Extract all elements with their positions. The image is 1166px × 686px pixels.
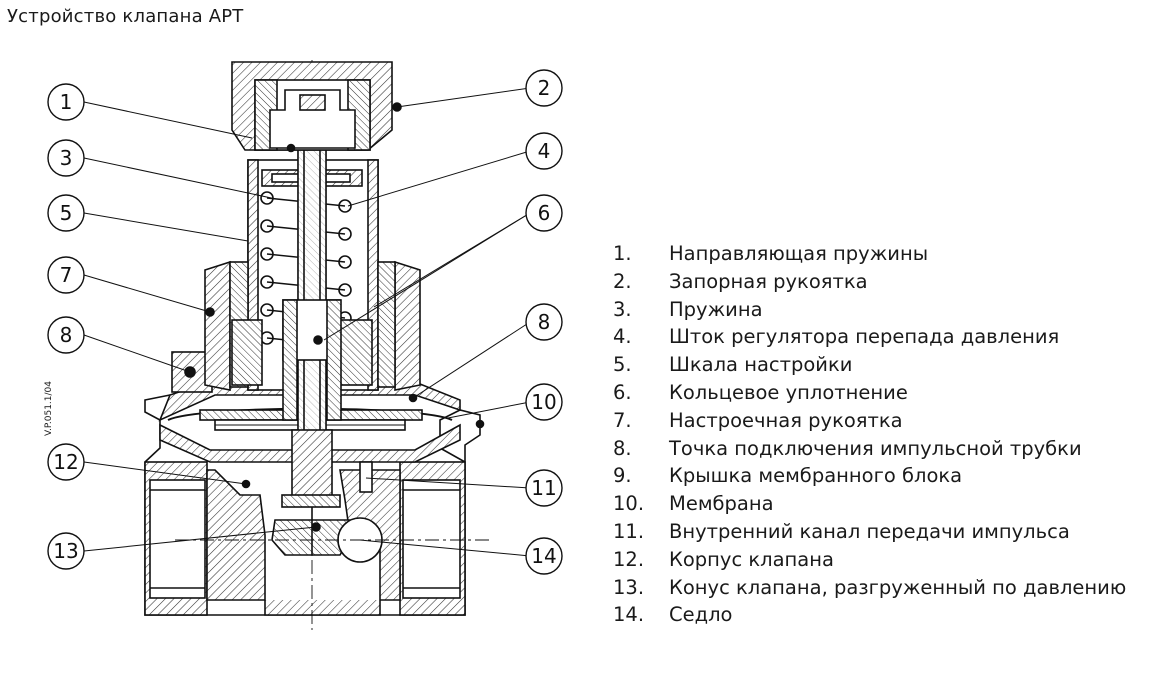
- callout-5: 5: [47, 194, 85, 232]
- svg-text:11: 11: [531, 476, 556, 500]
- callout-2: 2: [525, 69, 563, 107]
- svg-text:8: 8: [60, 323, 73, 347]
- callout-11: 11: [525, 469, 563, 507]
- callout-6: 6: [525, 194, 563, 232]
- svg-text:8: 8: [538, 310, 551, 334]
- callout-12: 12: [47, 443, 85, 481]
- page-title: Устройство клапана APT: [7, 6, 244, 27]
- svg-text:14: 14: [531, 544, 556, 568]
- svg-text:13: 13: [53, 539, 78, 563]
- callout-3: 3: [47, 139, 85, 177]
- valve-body: [144, 60, 490, 630]
- bonnet: [204, 139, 421, 532]
- svg-text:7: 7: [60, 263, 73, 287]
- svg-text:5: 5: [60, 201, 73, 225]
- svg-text:2: 2: [538, 76, 551, 100]
- svg-text:4: 4: [538, 139, 551, 163]
- callout-8-left: 8: [47, 316, 85, 354]
- svg-text:1: 1: [60, 90, 73, 114]
- callout-10: 10: [525, 383, 563, 421]
- svg-text:3: 3: [60, 146, 73, 170]
- callout-7: 7: [47, 256, 85, 294]
- svg-text:12: 12: [53, 450, 78, 474]
- leader-lines: [83, 87, 531, 557]
- callout-13: 13: [47, 532, 85, 570]
- callout-4: 4: [525, 132, 563, 170]
- svg-text:10: 10: [531, 390, 556, 414]
- shutoff-handle: [231, 61, 402, 153]
- svg-text:6: 6: [538, 201, 551, 225]
- callout-8-right: 8: [525, 303, 563, 341]
- callout-14: 14: [525, 537, 563, 575]
- callout-1: 1: [47, 83, 85, 121]
